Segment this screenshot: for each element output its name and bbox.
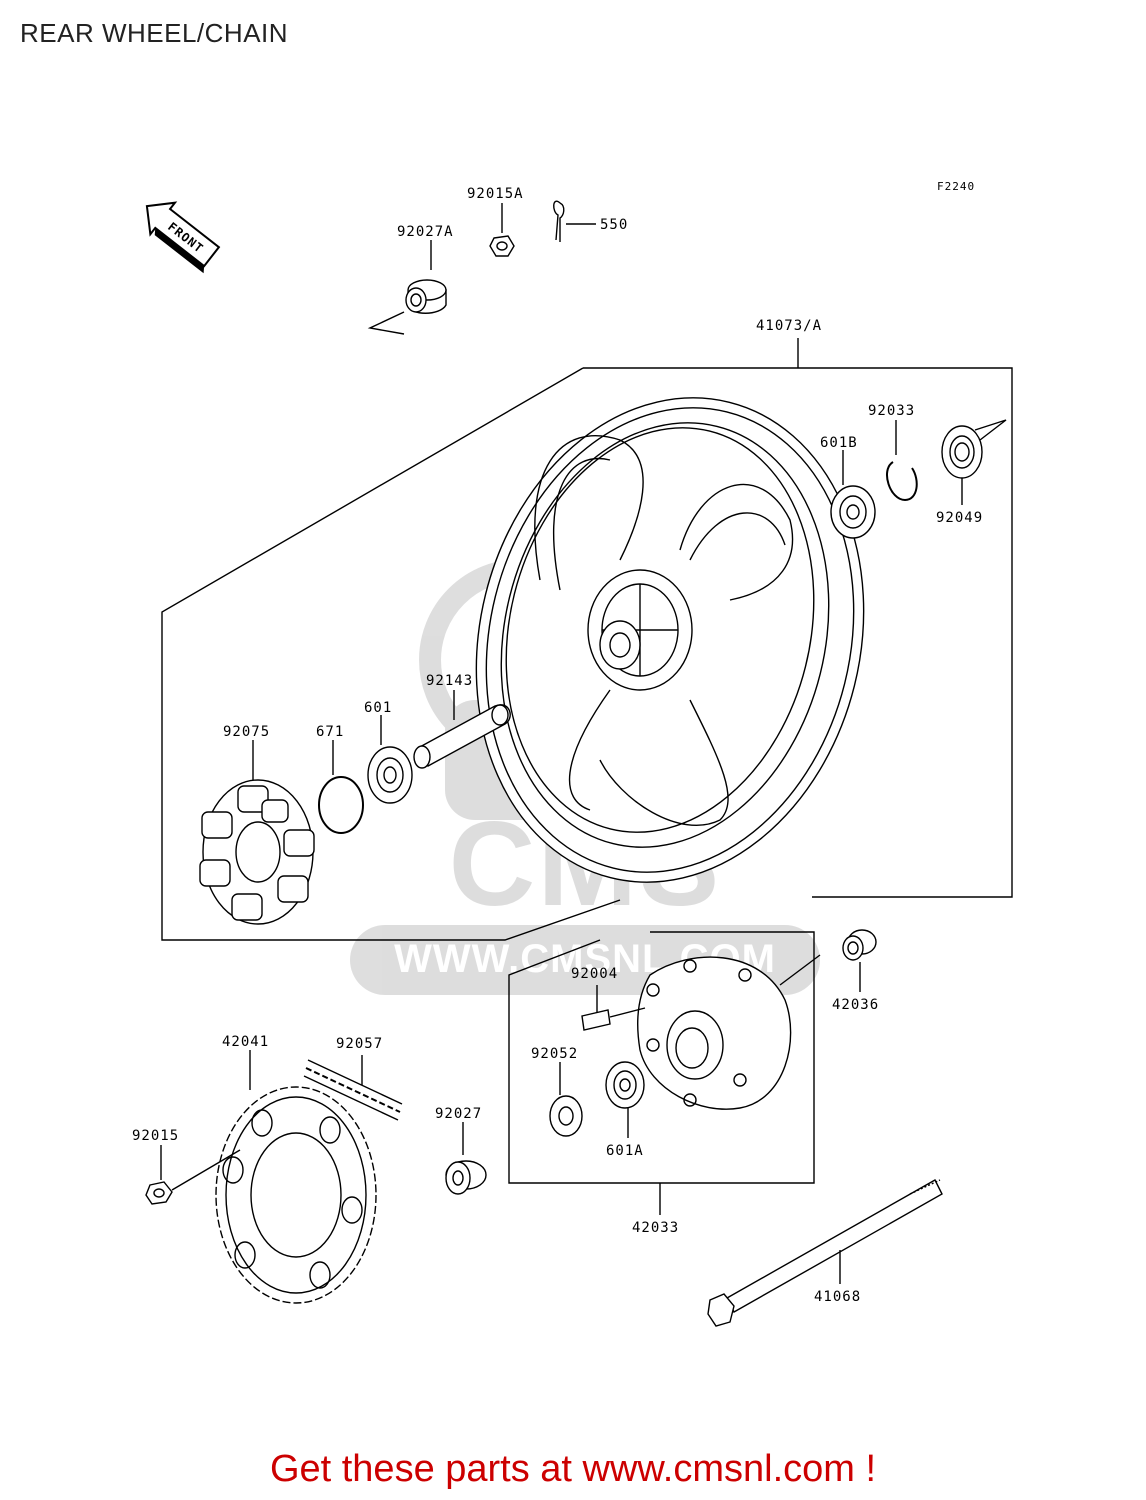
oil-seal-92049: 92049 (936, 419, 1007, 526)
bearing-601: 601 (364, 700, 413, 804)
castle-nut-92015A: 92015A (467, 186, 524, 257)
washer-92052: 92052 (531, 1046, 583, 1137)
collar-92027A: 92027A (367, 224, 454, 335)
coupling-hub (637, 954, 821, 1110)
callout-92004: 92004 (571, 966, 618, 982)
callout-92027: 92027 (435, 1106, 482, 1122)
bearing-601B: 601B (820, 435, 876, 539)
callout-92015: 92015 (132, 1128, 179, 1144)
circlip-92033: 92033 (868, 403, 918, 502)
footer-suffix: ! (854, 1448, 877, 1490)
axle-41068: 41068 (707, 1179, 943, 1327)
callout-92075: 92075 (223, 724, 270, 740)
callout-42036: 42036 (832, 997, 879, 1013)
callout-601B: 601B (820, 435, 858, 451)
callout-92033: 92033 (868, 403, 915, 419)
nut-92015: 92015 (132, 1128, 241, 1205)
callout-92052: 92052 (531, 1046, 578, 1062)
collar-42036: 42036 (832, 929, 879, 1013)
bearing-601A: 601A (605, 1061, 645, 1159)
callout-671: 671 (316, 724, 344, 740)
callout-42033: 42033 (632, 1220, 679, 1236)
callout-601A: 601A (606, 1143, 644, 1159)
callout-92057: 92057 (336, 1036, 383, 1052)
sprocket-42041: 42041 (215, 1034, 377, 1304)
callout-601: 601 (364, 700, 392, 716)
collar-92027: 92027 (435, 1106, 487, 1195)
callout-92015A: 92015A (467, 186, 524, 202)
wheel-assembly-frame: 41073/A (161, 318, 1013, 941)
callout-41068: 41068 (814, 1289, 861, 1305)
spacer-92143: 92143 (413, 673, 511, 769)
footer-promo: Get these parts at www.cmsnl.com ! (0, 1448, 1146, 1491)
rear-wheel (475, 397, 865, 883)
hub-assembly-frame: 42033 (508, 931, 815, 1236)
figure-code: F2240 (937, 180, 975, 193)
callout-41073A: 41073/A (756, 318, 822, 334)
callout-92049: 92049 (936, 510, 983, 526)
damper-92075: 92075 (199, 724, 315, 925)
chain-92057: 92057 (303, 1036, 403, 1121)
callout-92143: 92143 (426, 673, 473, 689)
cotter-pin-550: 550 (553, 200, 628, 242)
page-title: REAR WHEEL/CHAIN (20, 18, 289, 48)
footer-link[interactable]: www.cmsnl.com (582, 1448, 855, 1490)
parts-diagram: CMS WWW.CMSNL.COM F2240 FRONT 92015A 550… (132, 180, 1013, 1327)
callout-92027A: 92027A (397, 224, 454, 240)
o-ring-671: 671 (316, 724, 364, 834)
callout-550: 550 (600, 217, 628, 233)
footer-prefix: Get these parts at (269, 1448, 583, 1490)
callout-42041: 42041 (222, 1034, 269, 1050)
stud-92004: 92004 (571, 966, 646, 1031)
front-arrow-icon: FRONT (145, 201, 221, 274)
